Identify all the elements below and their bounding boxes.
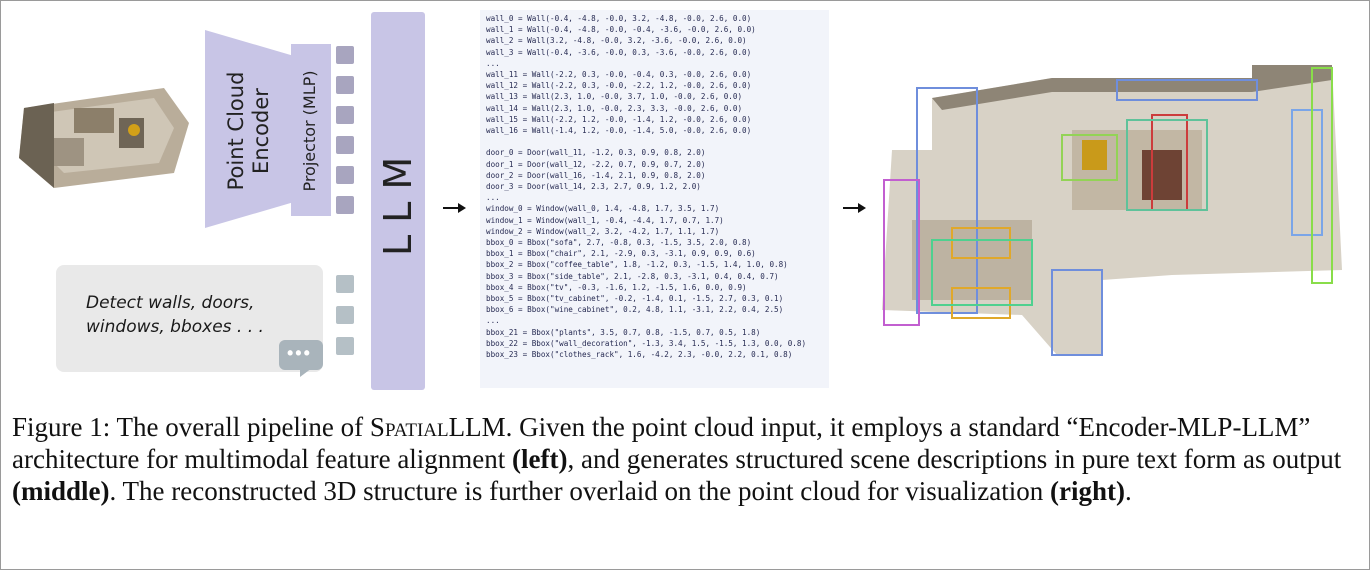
point-cloud-encoder-block: [205, 30, 300, 228]
code-line: window_0 = Window(wall_0, 1.4, -4.8, 1.7…: [486, 204, 720, 214]
code-line: wall_16 = Wall(-1.4, 1.2, -0.0, -1.4, 5.…: [486, 126, 752, 136]
code-line: bbox_1 = Bbox("chair", 2.1, -2.9, 0.3, -…: [486, 249, 756, 259]
code-line: wall_13 = Wall(2.3, 1.0, -0.0, 3.7, 1.0,…: [486, 92, 743, 102]
speech-bubble-dots: •••: [287, 343, 312, 363]
point-token: [336, 106, 354, 124]
code-line: wall_3 = Wall(-0.4, -3.6, -0.0, 0.3, -3.…: [486, 47, 752, 57]
code-line: wall_1 = Wall(-0.4, -4.8, -0.0, -0.4, -3…: [486, 25, 756, 35]
speech-bubble-icon: [279, 340, 323, 370]
prompt-text: Detect walls, doors, windows, bboxes . .…: [86, 293, 264, 337]
llm-block: [371, 12, 425, 390]
code-line: ...: [486, 58, 500, 68]
point-token: [336, 166, 354, 184]
point-token: [336, 136, 354, 154]
projector-label: Projector (MLP): [300, 70, 319, 192]
code-line: [486, 136, 806, 147]
code-line: window_2 = Window(wall_2, 3.2, -4.2, 1.7…: [486, 226, 720, 236]
input-point-cloud-image: [19, 88, 189, 188]
code-line: ...: [486, 316, 500, 326]
code-line: wall_11 = Wall(-2.2, 0.3, -0.0, -0.4, 0.…: [486, 70, 752, 80]
code-line: wall_12 = Wall(-2.2, 0.3, -0.0, -2.2, 1.…: [486, 81, 752, 91]
projector-block: [291, 44, 331, 216]
code-line: door_3 = Door(wall_14, 2.3, 2.7, 0.9, 1.…: [486, 182, 701, 192]
speech-bubble-tail: [300, 368, 312, 377]
encoder-label: Point Cloud Encoder: [224, 71, 273, 191]
point-token: [336, 46, 354, 64]
code-line: bbox_5 = Bbox("tv_cabinet", -0.2, -1.4, …: [486, 294, 784, 304]
code-line: bbox_23 = Bbox("clothes_rack", 1.6, -4.2…: [486, 350, 793, 360]
text-token: [336, 306, 354, 324]
arrow-to-visualization: [843, 203, 866, 213]
code-line: door_0 = Door(wall_11, -1.2, 0.3, 0.9, 0…: [486, 148, 706, 158]
code-line: wall_0 = Wall(-0.4, -4.8, -0.0, 3.2, -4.…: [486, 14, 752, 23]
llm-label: LLM: [376, 144, 420, 256]
code-line: wall_15 = Wall(-2.2, 1.2, -0.0, -1.4, 1.…: [486, 114, 752, 124]
code-line: bbox_4 = Bbox("tv", -0.3, -1.6, 1.2, -1.…: [486, 282, 747, 292]
reconstructed-scene-image: [882, 65, 1342, 356]
code-output-panel: [480, 10, 829, 388]
text-token: [336, 275, 354, 293]
arrow-to-output: [443, 203, 466, 213]
code-line: bbox_2 = Bbox("coffee_table", 1.8, -1.2,…: [486, 260, 788, 270]
prompt-box: [56, 265, 323, 372]
figure-caption: Figure 1: The overall pipeline of Spatia…: [12, 412, 1342, 506]
code-line: door_2 = Door(wall_16, -1.4, 2.1, 0.9, 0…: [486, 170, 706, 180]
code-line: door_1 = Door(wall_12, -2.2, 0.7, 0.9, 0…: [486, 159, 706, 169]
code-line: wall_14 = Wall(2.3, 1.0, -0.0, 2.3, 3.3,…: [486, 103, 743, 113]
point-token: [336, 76, 354, 94]
code-line: wall_2 = Wall(3.2, -4.8, -0.0, 3.2, -3.6…: [486, 36, 747, 46]
code-line: bbox_21 = Bbox("plants", 3.5, 0.7, 0.8, …: [486, 327, 761, 337]
text-token: [336, 337, 354, 355]
code-line: ...: [486, 193, 500, 203]
code-line: bbox_6 = Bbox("wine_cabinet", 0.2, 4.8, …: [486, 305, 784, 315]
code-line: window_1 = Window(wall_1, -0.4, -4.4, 1.…: [486, 215, 724, 225]
code-line: bbox_0 = Bbox("sofa", 2.7, -0.8, 0.3, -1…: [486, 238, 752, 248]
code-line: bbox_22 = Bbox("wall_decoration", -1.3, …: [486, 338, 807, 348]
code-output-text: wall_0 = Wall(-0.4, -4.8, -0.0, 3.2, -4.…: [486, 13, 806, 360]
point-token: [336, 196, 354, 214]
code-line: bbox_3 = Bbox("side_table", 2.1, -2.8, 0…: [486, 271, 779, 281]
